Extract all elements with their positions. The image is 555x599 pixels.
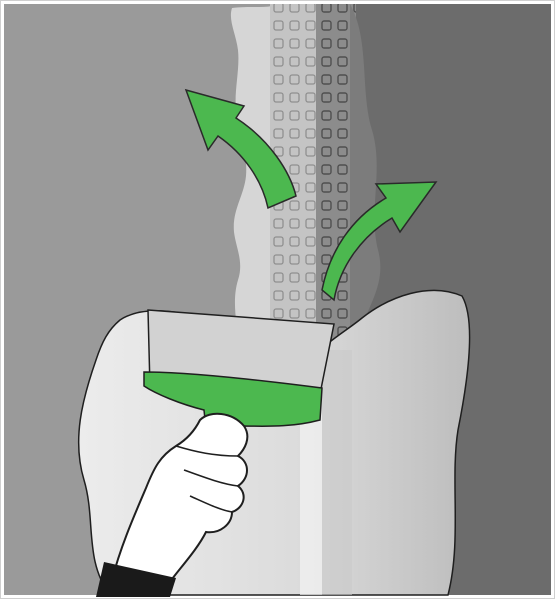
corner-shadow [322,350,352,595]
